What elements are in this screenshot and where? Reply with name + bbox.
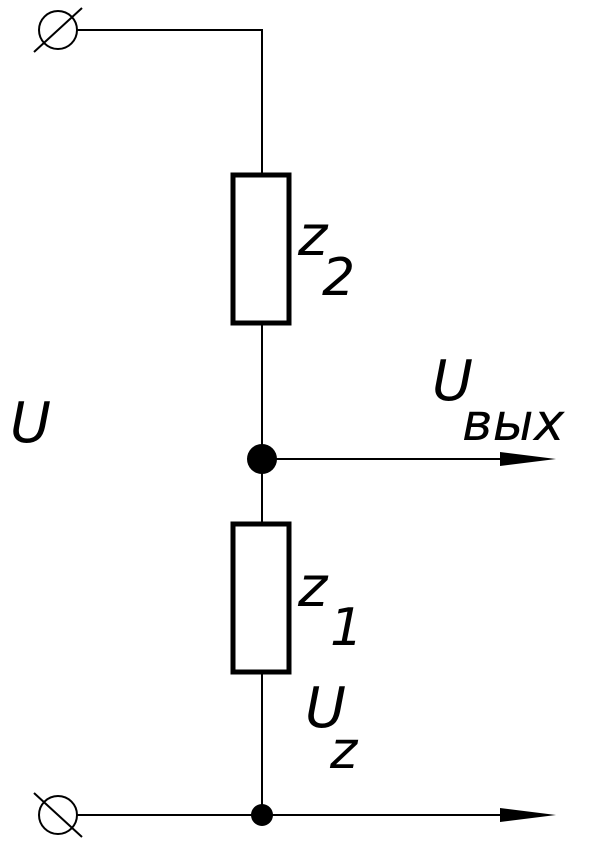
output-junction-dot [247,444,277,474]
resistor-z2 [230,172,292,326]
uz-label: U [305,676,346,741]
output-voltage-label: U [432,349,473,414]
output-arrow [500,452,556,466]
top-terminal-slash [33,7,83,53]
output-voltage-subscript: вых [462,393,566,453]
bottom-junction-dot [251,804,273,826]
z2-subscript: 2 [322,248,355,308]
uz-subscript: z [329,721,359,781]
input-voltage-label: U [10,391,51,456]
top-input-wire [58,29,263,175]
z2-label: z [297,204,329,269]
bottom-terminal-slash [33,792,83,838]
bottom-arrow [500,808,556,822]
resistor-z1 [230,521,292,675]
z1-subscript: 1 [330,598,363,658]
z1-label: z [297,555,329,620]
